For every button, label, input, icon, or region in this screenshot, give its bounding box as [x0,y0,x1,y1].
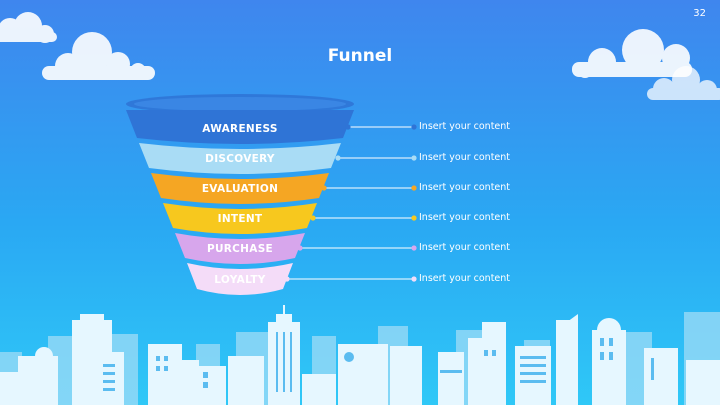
connector-dot-intent [310,215,316,221]
connector-dot-purchase-end [411,245,417,251]
funnel-band-awareness [126,110,354,144]
funnel-label-evaluation: EVALUATION [201,183,279,195]
callout-text-purchase[interactable]: Insert your content [419,242,511,253]
funnel-band-intent [163,203,317,234]
funnel-label-loyalty: LOYALTY [214,274,266,286]
funnel-band-discovery [139,143,341,174]
connector-dot-loyalty [284,276,290,282]
funnel-band-evaluation [151,173,329,204]
callout-text-discovery[interactable]: Insert your content [419,152,511,163]
connector-dot-awareness-end [411,124,417,130]
connector-dot-intent-end [411,215,417,221]
callout-text-intent[interactable]: Insert your content [419,212,511,223]
connector-dot-evaluation [321,185,327,191]
callout-text-awareness[interactable]: Insert your content [419,121,511,132]
connector-dot-discovery [335,155,341,161]
city-skyline-front [0,305,720,405]
connector-dot-awareness [345,124,351,130]
cloud-top-left [0,12,57,43]
funnel-band-loyalty [187,263,293,295]
connector-dot-evaluation-end [411,185,417,191]
slide-title: Funnel [327,46,393,66]
building-windows [103,332,654,392]
funnel-label-discovery: DISCOVERY [205,153,275,165]
connector-dot-purchase [297,245,303,251]
cloud-left [42,32,155,80]
callout-text-evaluation[interactable]: Insert your content [419,182,511,193]
connector-lines [287,126,414,280]
funnel-band-purchase [175,233,305,264]
connector-dot-discovery-end [411,155,417,161]
funnel-label-awareness: AWARENESS [202,123,278,135]
callout-text-loyalty[interactable]: Insert your content [419,273,511,284]
cloud-right [572,29,692,78]
funnel-rim-inner [134,97,346,111]
page-number: 32 [693,8,706,19]
funnel-label-intent: INTENT [217,213,263,225]
funnel-label-purchase: PURCHASE [206,243,274,255]
connector-dot-loyalty-end [411,276,417,282]
cloud-right-lower [647,66,720,100]
